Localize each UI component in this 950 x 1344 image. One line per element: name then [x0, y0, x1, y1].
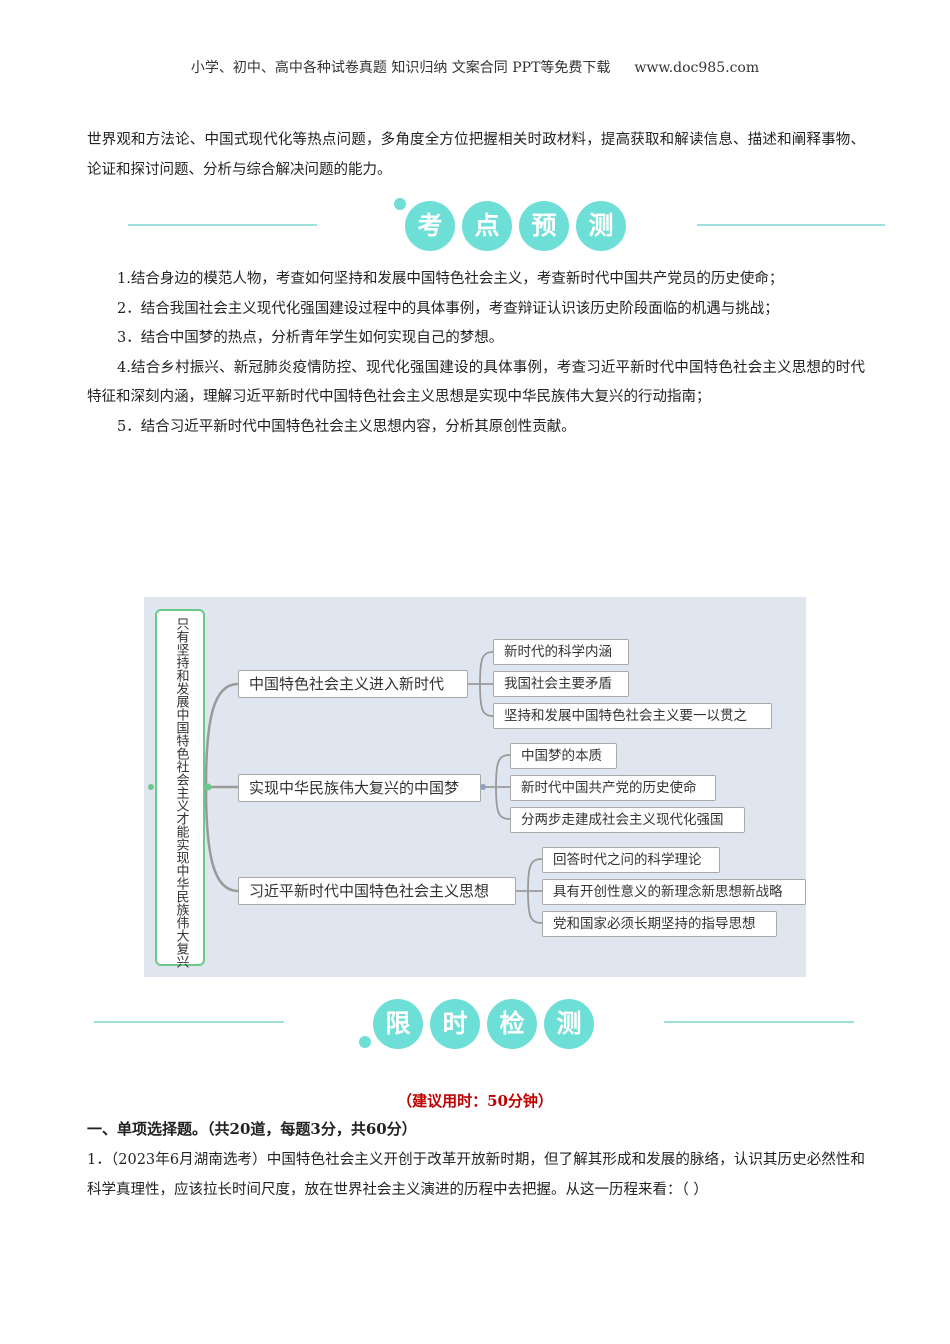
heading-circle: 测 [544, 999, 594, 1049]
divider-line [94, 1021, 284, 1023]
divider-line [128, 224, 317, 226]
mind-map-leaf[interactable]: 中国梦的本质 [510, 743, 617, 769]
header-url: www.doc985.com [634, 60, 760, 76]
heading-circle: 时 [430, 999, 480, 1049]
mind-map-leaf[interactable]: 回答时代之问的科学理论 [542, 847, 720, 873]
prediction-list: 1.结合身边的模范人物，考查如何坚持和发展中国特色社会主义，考查新时代中国共产党… [87, 265, 865, 442]
prediction-item: 4.结合乡村振兴、新冠肺炎疫情防控、现代化强国建设的具体事例，考查习近平新时代中… [87, 359, 865, 406]
heading-circle: 检 [487, 999, 537, 1049]
mind-map-leaf[interactable]: 分两步走建成社会主义现代化强国 [510, 807, 745, 833]
time-note: （建议用时：50分钟） [397, 1092, 553, 1110]
divider-line [664, 1021, 854, 1023]
decor-dot [394, 198, 406, 210]
connector [516, 858, 543, 924]
mind-map-branch[interactable]: 实现中华民族伟大复兴的中国梦 [238, 774, 481, 802]
connector [204, 786, 239, 893]
prediction-item: 5．结合习近平新时代中国特色社会主义思想内容，分析其原创性贡献。 [117, 418, 576, 435]
heading-circle: 点 [462, 201, 512, 251]
mind-map-branch[interactable]: 习近平新时代中国特色社会主义思想 [238, 877, 516, 905]
page-header: 小学、初中、高中各种试卷真题 知识归纳 文案合同 PPT等免费下载 www.doc… [0, 57, 950, 77]
question-1: 1．（2023年6月湖南选考）中国特色社会主义开创于改革开放新时期，但了解其形成… [87, 1152, 865, 1198]
expand-dot-icon [148, 784, 154, 790]
mind-map-leaf[interactable]: 新时代中国共产党的历史使命 [510, 775, 716, 801]
heading-circle: 考 [405, 201, 455, 251]
mind-map-leaf[interactable]: 党和国家必须长期坚持的指导思想 [542, 911, 777, 937]
mind-map-leaf[interactable]: 坚持和发展中国特色社会主义要一以贯之 [493, 703, 772, 729]
expand-dot-icon [204, 783, 212, 791]
header-text: 小学、初中、高中各种试卷真题 知识归纳 文案合同 PPT等免费下载 [190, 60, 611, 76]
heading-circle: 预 [519, 201, 569, 251]
connector [468, 651, 494, 717]
prediction-item: 1.结合身边的模范人物，考查如何坚持和发展中国特色社会主义，考查新时代中国共产党… [117, 271, 784, 287]
mind-map-branch[interactable]: 中国特色社会主义进入新时代 [238, 670, 468, 698]
intro-paragraph: 世界观和方法论、中国式现代化等热点问题，多角度全方位把握相关时政材料，提高获取和… [87, 132, 865, 178]
heading-circle: 测 [576, 201, 626, 251]
divider-line [697, 224, 885, 226]
prediction-item: 2．结合我国社会主义现代化强国建设过程中的具体事例，考查辩证认识该历史阶段面临的… [117, 300, 779, 317]
connector [204, 682, 239, 788]
decor-dot [359, 1036, 371, 1048]
part-title: 一、单项选择题。（共20道，每题3分，共60分） [87, 1120, 417, 1138]
mind-map-root[interactable]: 只有坚持和发展中国特色社会主义才能实现中华民族伟大复兴 [155, 609, 205, 968]
mind-map-leaf[interactable]: 具有开创性意义的新理念新思想新战略 [542, 879, 806, 905]
mind-map-leaf[interactable]: 新时代的科学内涵 [493, 639, 629, 665]
prediction-item: 3．结合中国梦的热点，分析青年学生如何实现自己的梦想。 [117, 330, 504, 346]
collapse-icon [480, 784, 486, 790]
mind-map: 只有坚持和发展中国特色社会主义才能实现中华民族伟大复兴 中国特色社会主义进入新时… [144, 597, 806, 977]
heading-circle: 限 [373, 999, 423, 1049]
mind-map-leaf[interactable]: 我国社会主要矛盾 [493, 671, 629, 697]
